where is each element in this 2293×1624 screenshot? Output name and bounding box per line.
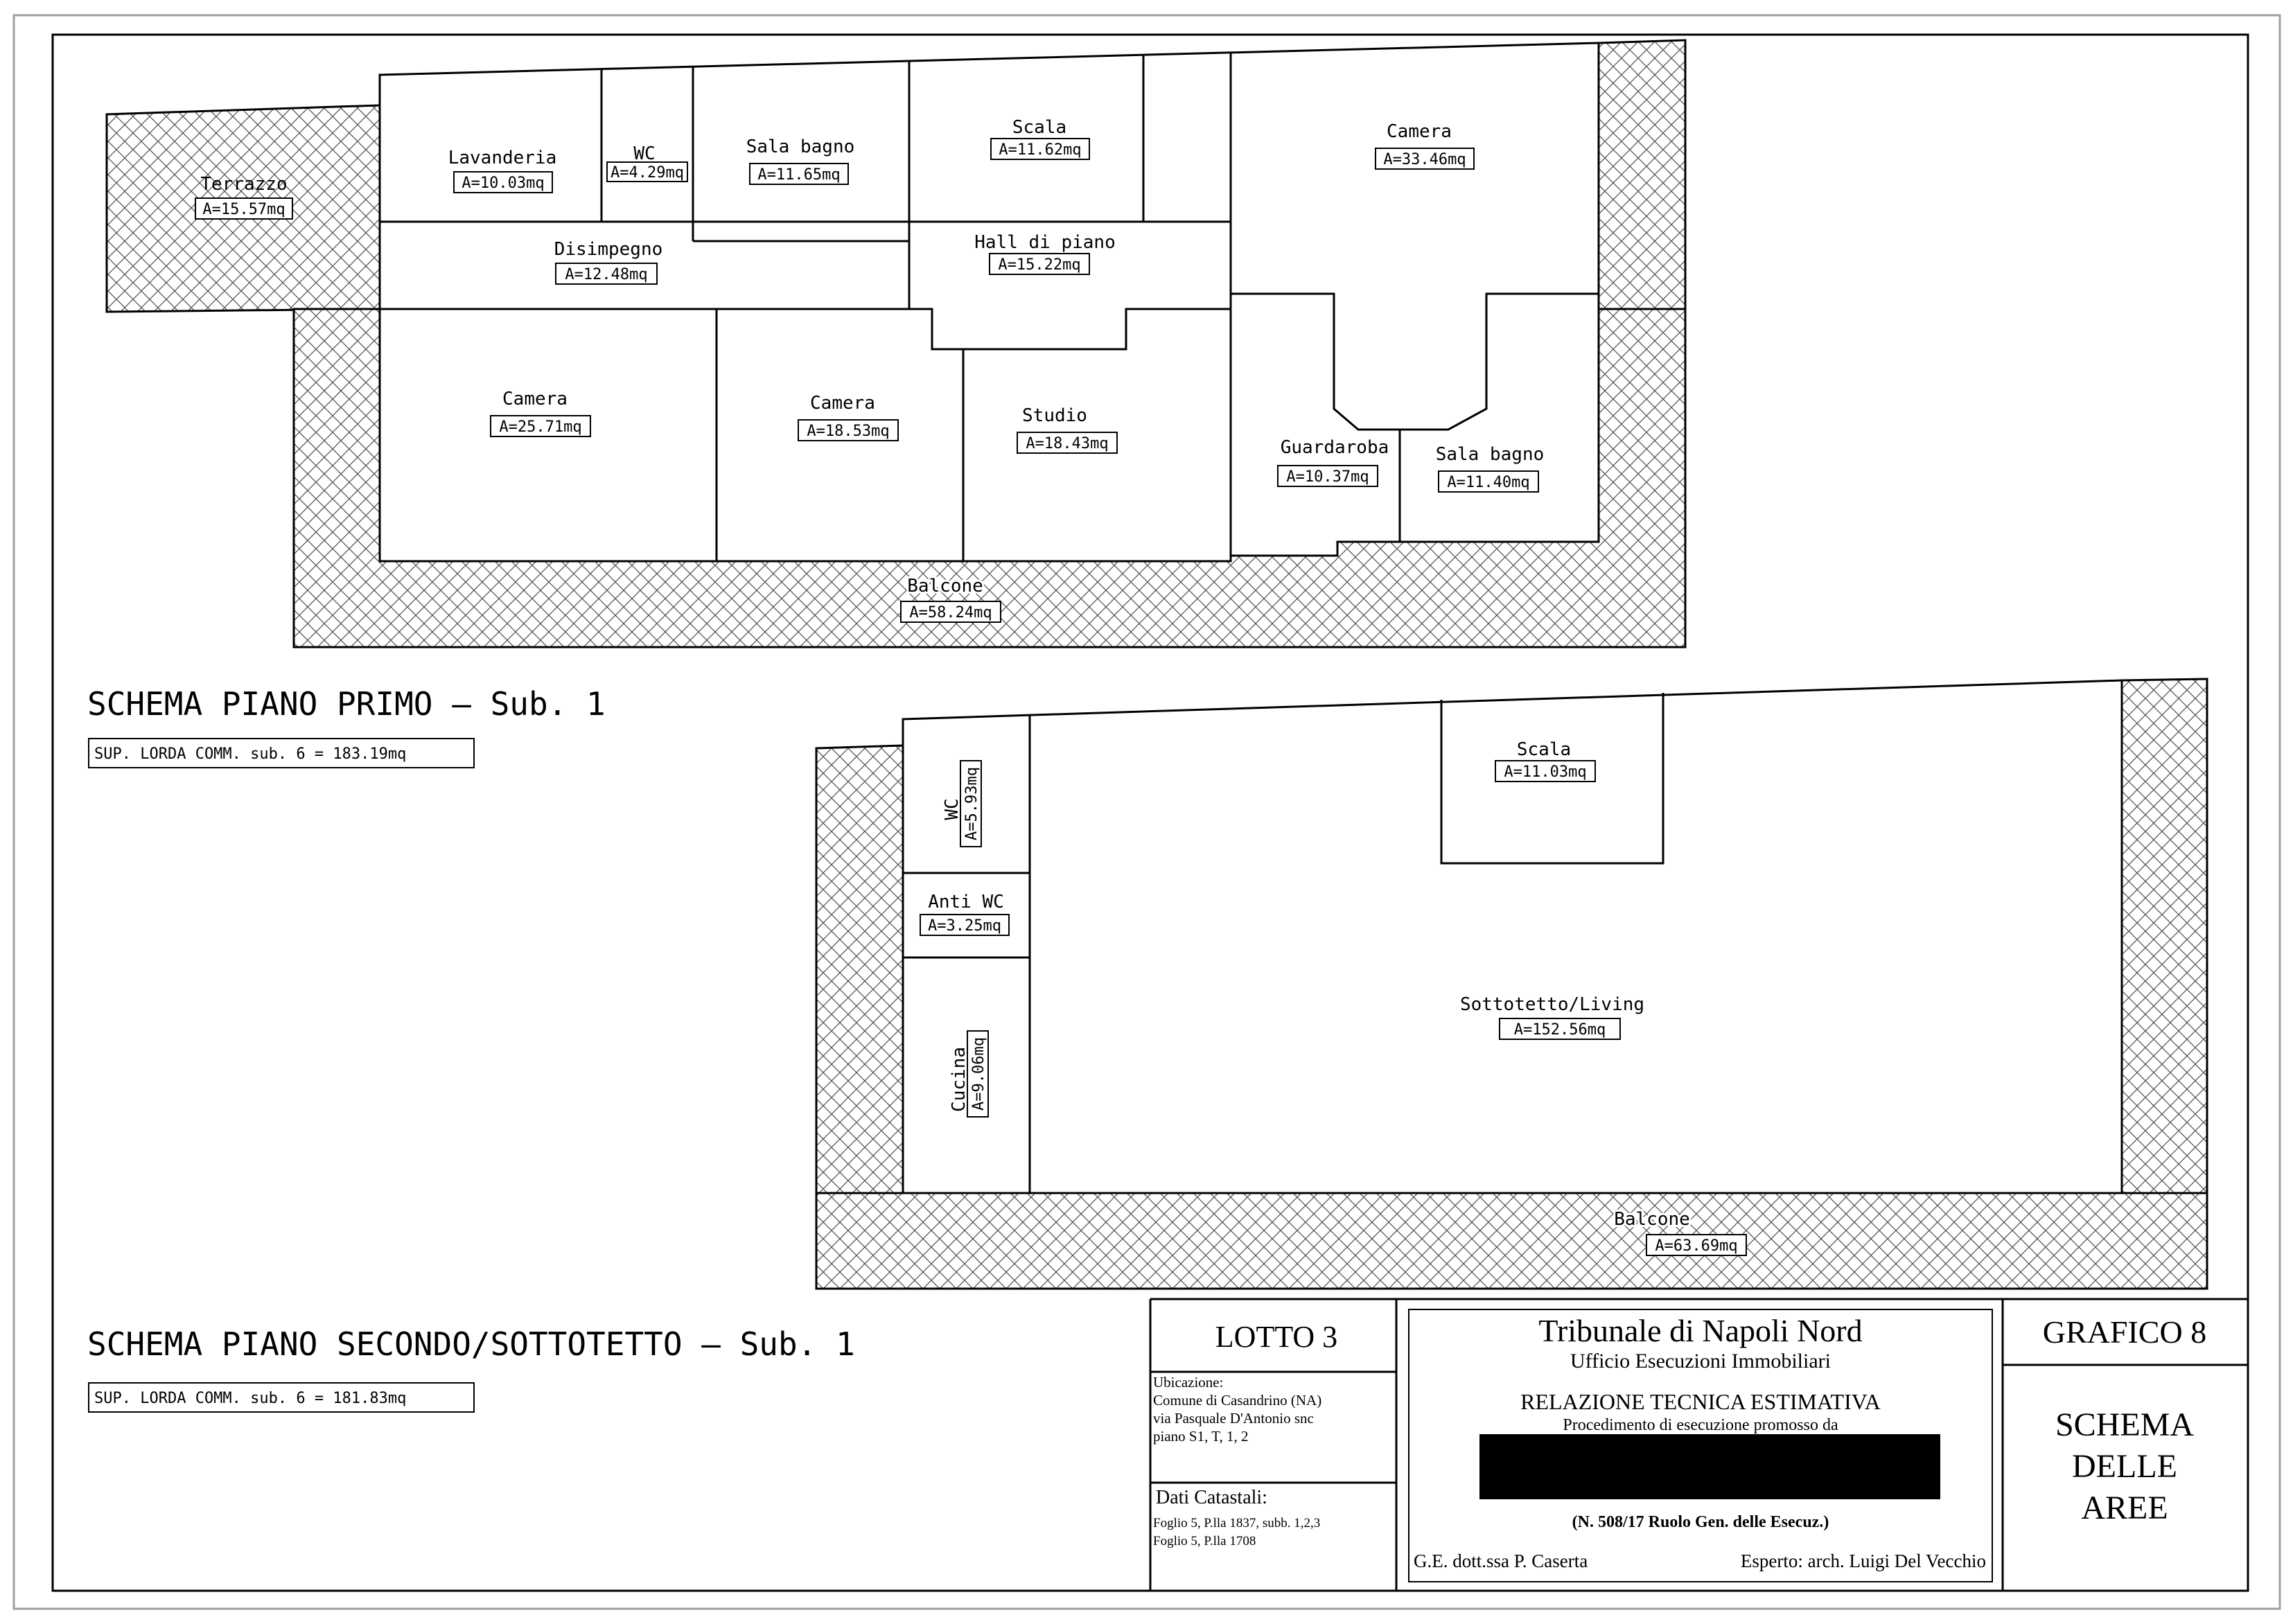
room-area: A=11.40mq: [1447, 474, 1529, 491]
surface-label: SUP. LORDA COMM. sub. 6 = 181.83mq: [94, 1390, 406, 1407]
room-area: A=63.69mq: [1655, 1237, 1737, 1255]
room-name: Sottotetto/Living: [1460, 994, 1644, 1015]
room-studio: Studio A=18.43mq: [1017, 405, 1118, 454]
case-number: (N. 508/17 Ruolo Gen. delle Esecuz.): [1572, 1513, 1829, 1531]
catastal-line: Foglio 5, P.lla 1708: [1153, 1534, 1256, 1548]
redacted-plaintiff: [1479, 1434, 1940, 1499]
room-area: A=58.24mq: [909, 604, 992, 621]
room-name: Camera: [502, 389, 568, 409]
room-name: Hall di piano: [974, 232, 1116, 253]
floor1-labels: Terrazzo A=15.57mq Lavanderia A=10.03mq …: [195, 117, 1545, 623]
room-area: A=25.71mq: [499, 418, 581, 436]
room-area: A=11.62mq: [999, 141, 1081, 159]
expert-name: Esperto: arch. Luigi Del Vecchio: [1741, 1551, 1986, 1571]
title-block-frame: [1149, 1298, 2248, 1591]
room-area: A=10.03mq: [462, 175, 544, 192]
floor-plan-second: [815, 678, 2208, 1290]
room-name: Balcone: [907, 576, 983, 597]
room-name: Scala: [1517, 739, 1571, 760]
room-name: Lavanderia: [448, 148, 557, 168]
room-name: Camera: [1387, 121, 1452, 142]
room-guardaroba: Guardaroba A=10.37mq: [1277, 437, 1389, 487]
floor2-heading: SCHEMA PIANO SECONDO/SOTTOTETTO – Sub. 1…: [87, 1325, 855, 1413]
floor1-heading: SCHEMA PIANO PRIMO – Sub. 1 SUP. LORDA C…: [87, 685, 606, 768]
room-disimpegno: Disimpegno A=12.48mq: [554, 239, 663, 285]
catastal-label: Dati Catastali:: [1156, 1487, 1267, 1508]
room-sala-bagno-east: Sala bagno A=11.40mq: [1436, 444, 1545, 493]
room-area: A=11.65mq: [757, 166, 840, 184]
room-wc-2: WC A=5.93mq: [942, 760, 982, 847]
room-area: A=15.22mq: [998, 256, 1080, 274]
schema-line: SCHEMA: [2055, 1406, 2194, 1443]
catastal-line: Foglio 5, P.lla 1837, subb. 1,2,3: [1153, 1516, 1320, 1530]
room-name: Cucina: [949, 1047, 969, 1112]
room-area: A=18.43mq: [1026, 435, 1108, 452]
location-label: Ubicazione:: [1153, 1374, 1223, 1391]
room-cucina: Cucina A=9.06mq: [949, 1030, 989, 1118]
room-name: Disimpegno: [554, 239, 663, 260]
room-area: A=11.03mq: [1504, 764, 1586, 781]
room-name: Guardaroba: [1281, 437, 1389, 458]
room-scala: Scala A=11.62mq: [990, 117, 1090, 160]
room-camera-middle: Camera A=18.53mq: [798, 393, 899, 441]
lotto-label: LOTTO 3: [1215, 1320, 1337, 1354]
room-hall-di-piano: Hall di piano A=15.22mq: [974, 232, 1116, 275]
room-area: A=3.25mq: [928, 917, 1001, 935]
room-area: A=152.56mq: [1514, 1021, 1606, 1039]
room-area: A=9.06mq: [970, 1037, 987, 1111]
room-area: A=10.37mq: [1286, 468, 1369, 486]
room-name: Scala: [1012, 117, 1066, 138]
room-name: WC: [633, 143, 655, 164]
room-name: Sala bagno: [746, 136, 855, 157]
room-balcone-2: Balcone A=63.69mq: [1612, 1207, 1747, 1256]
plan-title: SCHEMA PIANO SECONDO/SOTTOTETTO – Sub. 1: [87, 1325, 855, 1363]
surface-label: SUP. LORDA COMM. sub. 6 = 183.19mq: [94, 745, 406, 763]
room-lavanderia: Lavanderia A=10.03mq: [448, 148, 557, 193]
grafico-label: GRAFICO 8: [2043, 1314, 2206, 1350]
room-area: A=5.93mq: [963, 767, 981, 840]
location-line: piano S1, T, 1, 2: [1153, 1428, 1248, 1445]
room-sottotetto-living: Sottotetto/Living A=152.56mq: [1460, 994, 1644, 1040]
room-area: A=33.46mq: [1383, 151, 1466, 168]
room-anti-wc: Anti WC A=3.25mq: [920, 892, 1010, 936]
room-area: A=12.48mq: [565, 266, 647, 283]
report-title: RELAZIONE TECNICA ESTIMATIVA: [1520, 1389, 1881, 1414]
schema-line: AREE: [2081, 1490, 2168, 1526]
title-block: LOTTO 3 Ubicazione: Comune di Casandrino…: [1153, 1313, 2206, 1571]
room-name: Sala bagno: [1436, 444, 1545, 465]
judge-name: G.E. dott.ssa P. Caserta: [1414, 1551, 1588, 1571]
room-terrazzo: Terrazzo A=15.57mq: [195, 174, 293, 220]
room-scala-2: Scala A=11.03mq: [1495, 739, 1596, 782]
location-line: Comune di Casandrino (NA): [1153, 1392, 1321, 1409]
plan-title: SCHEMA PIANO PRIMO – Sub. 1: [87, 685, 606, 723]
room-name: Balcone: [1614, 1209, 1690, 1230]
room-camera-east: Camera A=33.46mq: [1375, 121, 1475, 170]
room-name: WC: [942, 798, 963, 820]
room-balcone: Balcone A=58.24mq: [900, 574, 1001, 623]
office-name: Ufficio Esecuzioni Immobiliari: [1570, 1350, 1831, 1373]
room-wc: WC A=4.29mq: [606, 143, 688, 182]
room-area: A=18.53mq: [807, 423, 889, 440]
schema-line: DELLE: [2072, 1448, 2177, 1485]
room-name: Camera: [810, 393, 875, 414]
room-area: A=15.57mq: [202, 201, 285, 218]
room-name: Terrazzo: [200, 174, 287, 195]
outer-frame: [12, 14, 2281, 1610]
procedure-text: Procedimento di esecuzione promosso da: [1563, 1416, 1838, 1434]
floor2-labels: WC A=5.93mq Anti WC A=3.25mq Cucina A=9.…: [920, 739, 1747, 1256]
room-name: Studio: [1022, 405, 1087, 426]
room-sala-bagno: Sala bagno A=11.65mq: [746, 136, 855, 185]
room-name: Anti WC: [928, 892, 1004, 912]
room-camera-west: Camera A=25.71mq: [490, 389, 591, 437]
room-area: A=4.29mq: [610, 164, 684, 182]
court-name: Tribunale di Napoli Nord: [1538, 1313, 1862, 1348]
location-line: via Pasquale D'Antonio snc: [1153, 1410, 1314, 1427]
